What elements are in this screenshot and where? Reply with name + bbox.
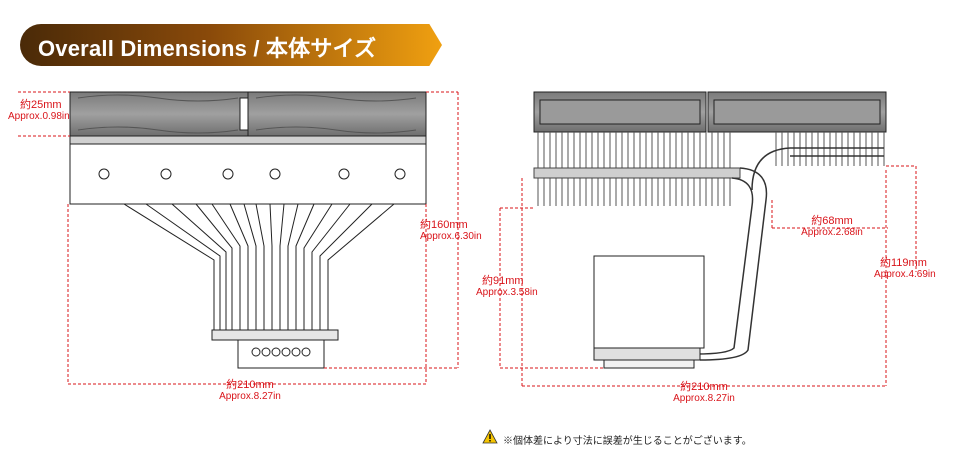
dim-width-front-en: Approx.8.27in <box>219 391 281 402</box>
banner-background <box>20 24 442 66</box>
front-plate-holes <box>98 168 406 180</box>
title-banner: Overall Dimensions / 本体サイズ <box>20 24 442 66</box>
dim-height-front-jp: 約160mm <box>420 219 468 231</box>
dim-offset-jp: 約68mm <box>811 215 853 227</box>
dim-fan-thickness-jp: 約25mm <box>20 99 62 111</box>
warning-icon <box>482 429 498 444</box>
front-view <box>69 91 427 369</box>
banner-title: Overall Dimensions / 本体サイズ <box>38 36 377 61</box>
dim-height-side-en: Approx.4.69in <box>874 269 936 280</box>
dim-width-front: 約210mm Approx.8.27in <box>210 379 290 403</box>
dim-clearance-jp: 約91mm <box>482 275 524 287</box>
dim-width-side-en: Approx.8.27in <box>673 393 735 404</box>
dim-fan-thickness-en: Approx.0.98in <box>8 111 70 122</box>
side-fan-right <box>707 91 887 133</box>
side-dimension-lines <box>499 165 917 387</box>
dim-clearance: 約91mm Approx.3.58in <box>476 275 538 299</box>
dim-offset-en: Approx.2.68in <box>801 227 863 238</box>
tolerance-note-text: ※個体差により寸法に誤差が生じることがございます。 <box>503 436 752 447</box>
dim-clearance-en: Approx.3.58in <box>476 287 538 298</box>
front-fan-right <box>247 91 427 137</box>
dim-height-side-jp: 約119mm <box>880 257 927 269</box>
dim-height-front-en: Approx.6.30in <box>420 231 482 242</box>
side-heatpipes <box>695 147 884 361</box>
dim-fan-thickness: 約25mm Approx.0.98in <box>8 99 70 123</box>
dim-height-front: 約160mm Approx.6.30in <box>420 219 482 243</box>
tolerance-note: ※個体差により寸法に誤差が生じることがございます。 <box>503 432 752 447</box>
dim-offset: 約68mm Approx.2.68in <box>796 215 868 239</box>
front-dimension-lines <box>18 91 459 385</box>
dim-width-side: 約210mm Approx.8.27in <box>664 381 744 405</box>
front-base-pipes <box>251 347 311 357</box>
front-fan-left <box>69 91 249 137</box>
side-view <box>533 91 887 369</box>
front-heatpipes <box>123 203 395 330</box>
side-fan-left <box>533 91 707 133</box>
dim-width-side-jp: 約210mm <box>680 381 728 393</box>
dim-height-side: 約119mm Approx.4.69in <box>874 257 936 281</box>
dim-width-front-jp: 約210mm <box>226 379 274 391</box>
